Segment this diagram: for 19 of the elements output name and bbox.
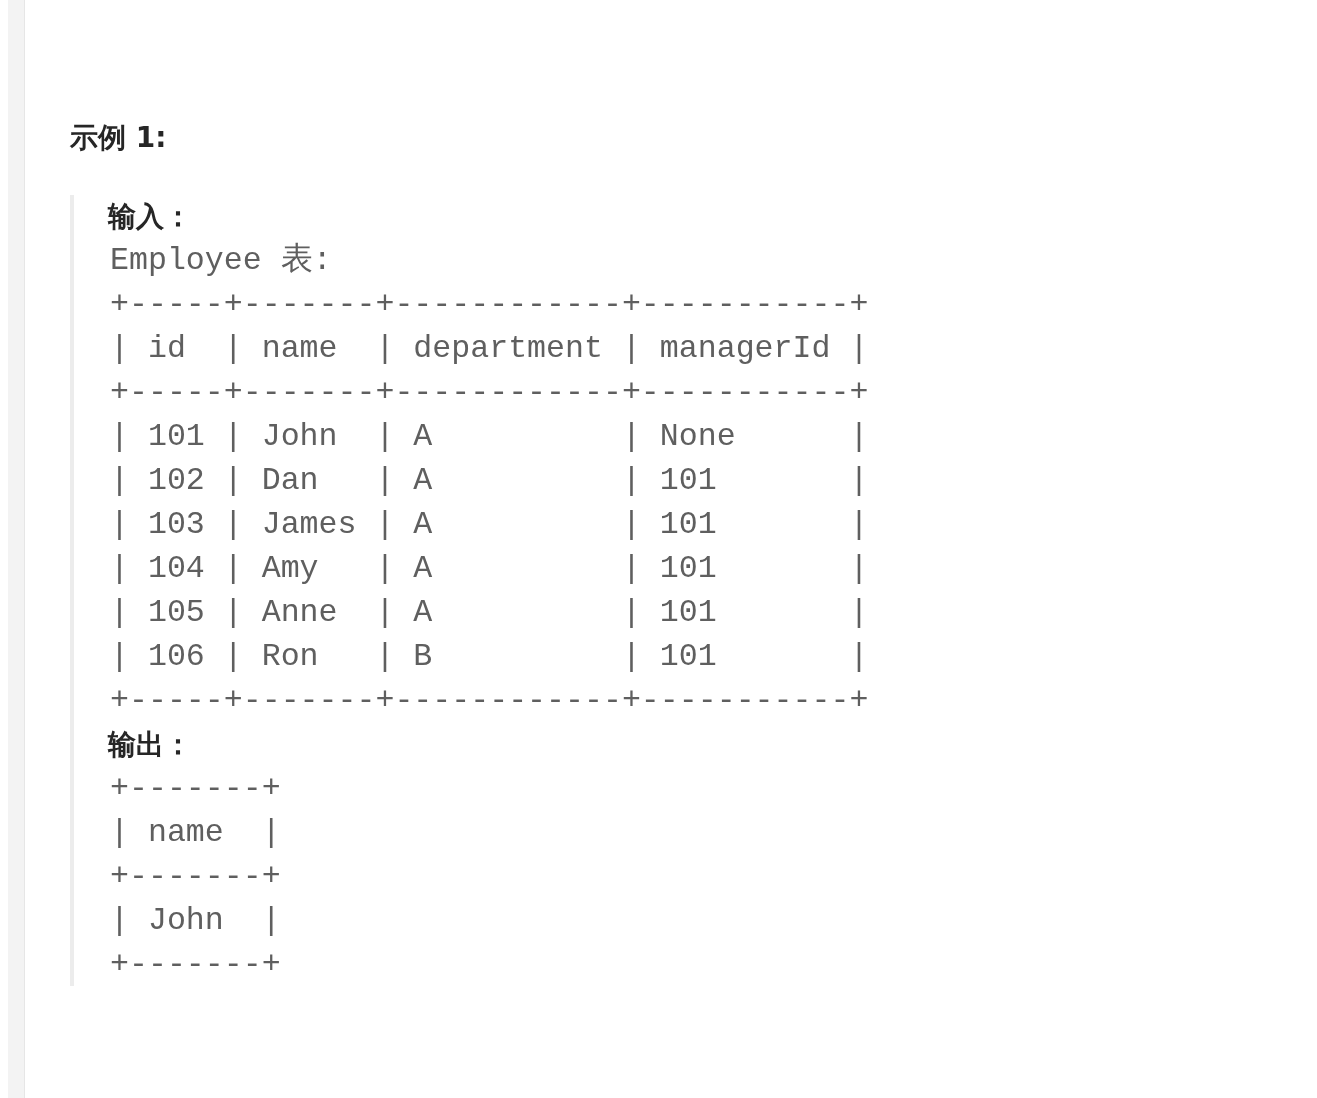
section-heading: 输入： <box>108 199 192 235</box>
code-line: | 104 | Amy | A | 101 | <box>110 550 869 588</box>
code-line: | 101 | John | A | None | <box>110 418 869 456</box>
code-line: | 106 | Ron | B | 101 | <box>110 638 869 676</box>
code-line: | 103 | James | A | 101 | <box>110 506 869 544</box>
code-line: | 102 | Dan | A | 101 | <box>110 462 869 500</box>
table-caption: Employee 表: <box>110 241 332 280</box>
code-line: | id | name | department | managerId | <box>110 330 869 368</box>
section-heading: 输出： <box>108 727 192 763</box>
code-line: +-------+ <box>110 858 281 896</box>
code-line: | name | <box>110 814 281 852</box>
code-line: +-----+-------+------------+-----------+ <box>110 374 869 412</box>
code-line: +-------+ <box>110 946 281 984</box>
code-line: +-----+-------+------------+-----------+ <box>110 286 869 324</box>
code-line: | 105 | Anne | A | 101 | <box>110 594 869 632</box>
code-line: +-------+ <box>110 770 281 808</box>
code-line: +-----+-------+------------+-----------+ <box>110 682 869 720</box>
code-line: | John | <box>110 902 281 940</box>
example-heading: 示例 1: <box>70 120 167 156</box>
